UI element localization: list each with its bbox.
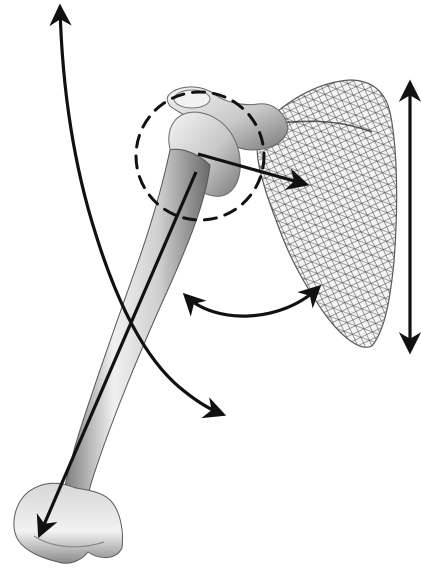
humerus-shaft xyxy=(62,149,210,500)
double-arrow-icon xyxy=(186,288,318,316)
distal-humerus xyxy=(14,483,123,563)
arrow-icon xyxy=(40,172,196,534)
